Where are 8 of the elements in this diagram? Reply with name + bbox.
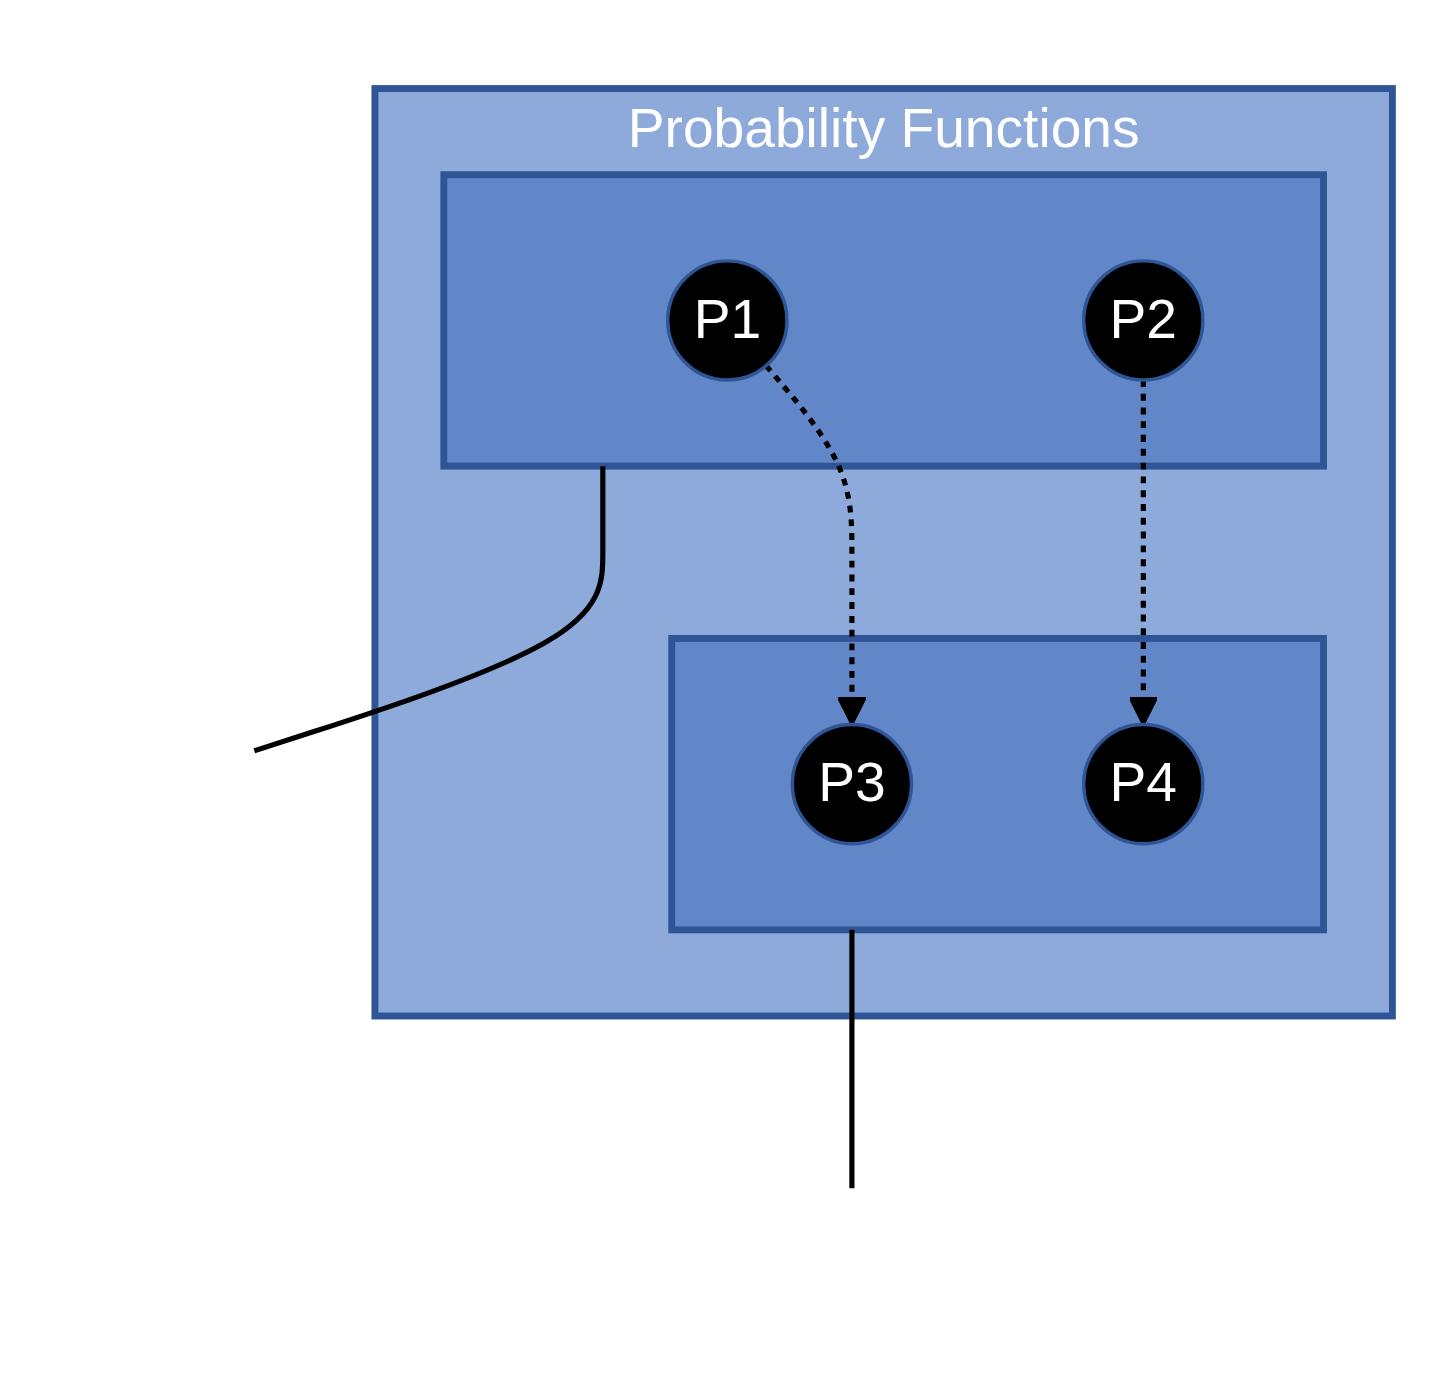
connector (253, 466, 606, 754)
node-circle: P4 (1082, 722, 1205, 846)
node-circle: P1 (666, 259, 789, 382)
node-circle: P3 (790, 722, 914, 846)
connector (849, 929, 855, 1189)
cluster (440, 171, 1327, 470)
node-circle: P2 (1082, 259, 1205, 382)
cluster (668, 634, 1327, 934)
